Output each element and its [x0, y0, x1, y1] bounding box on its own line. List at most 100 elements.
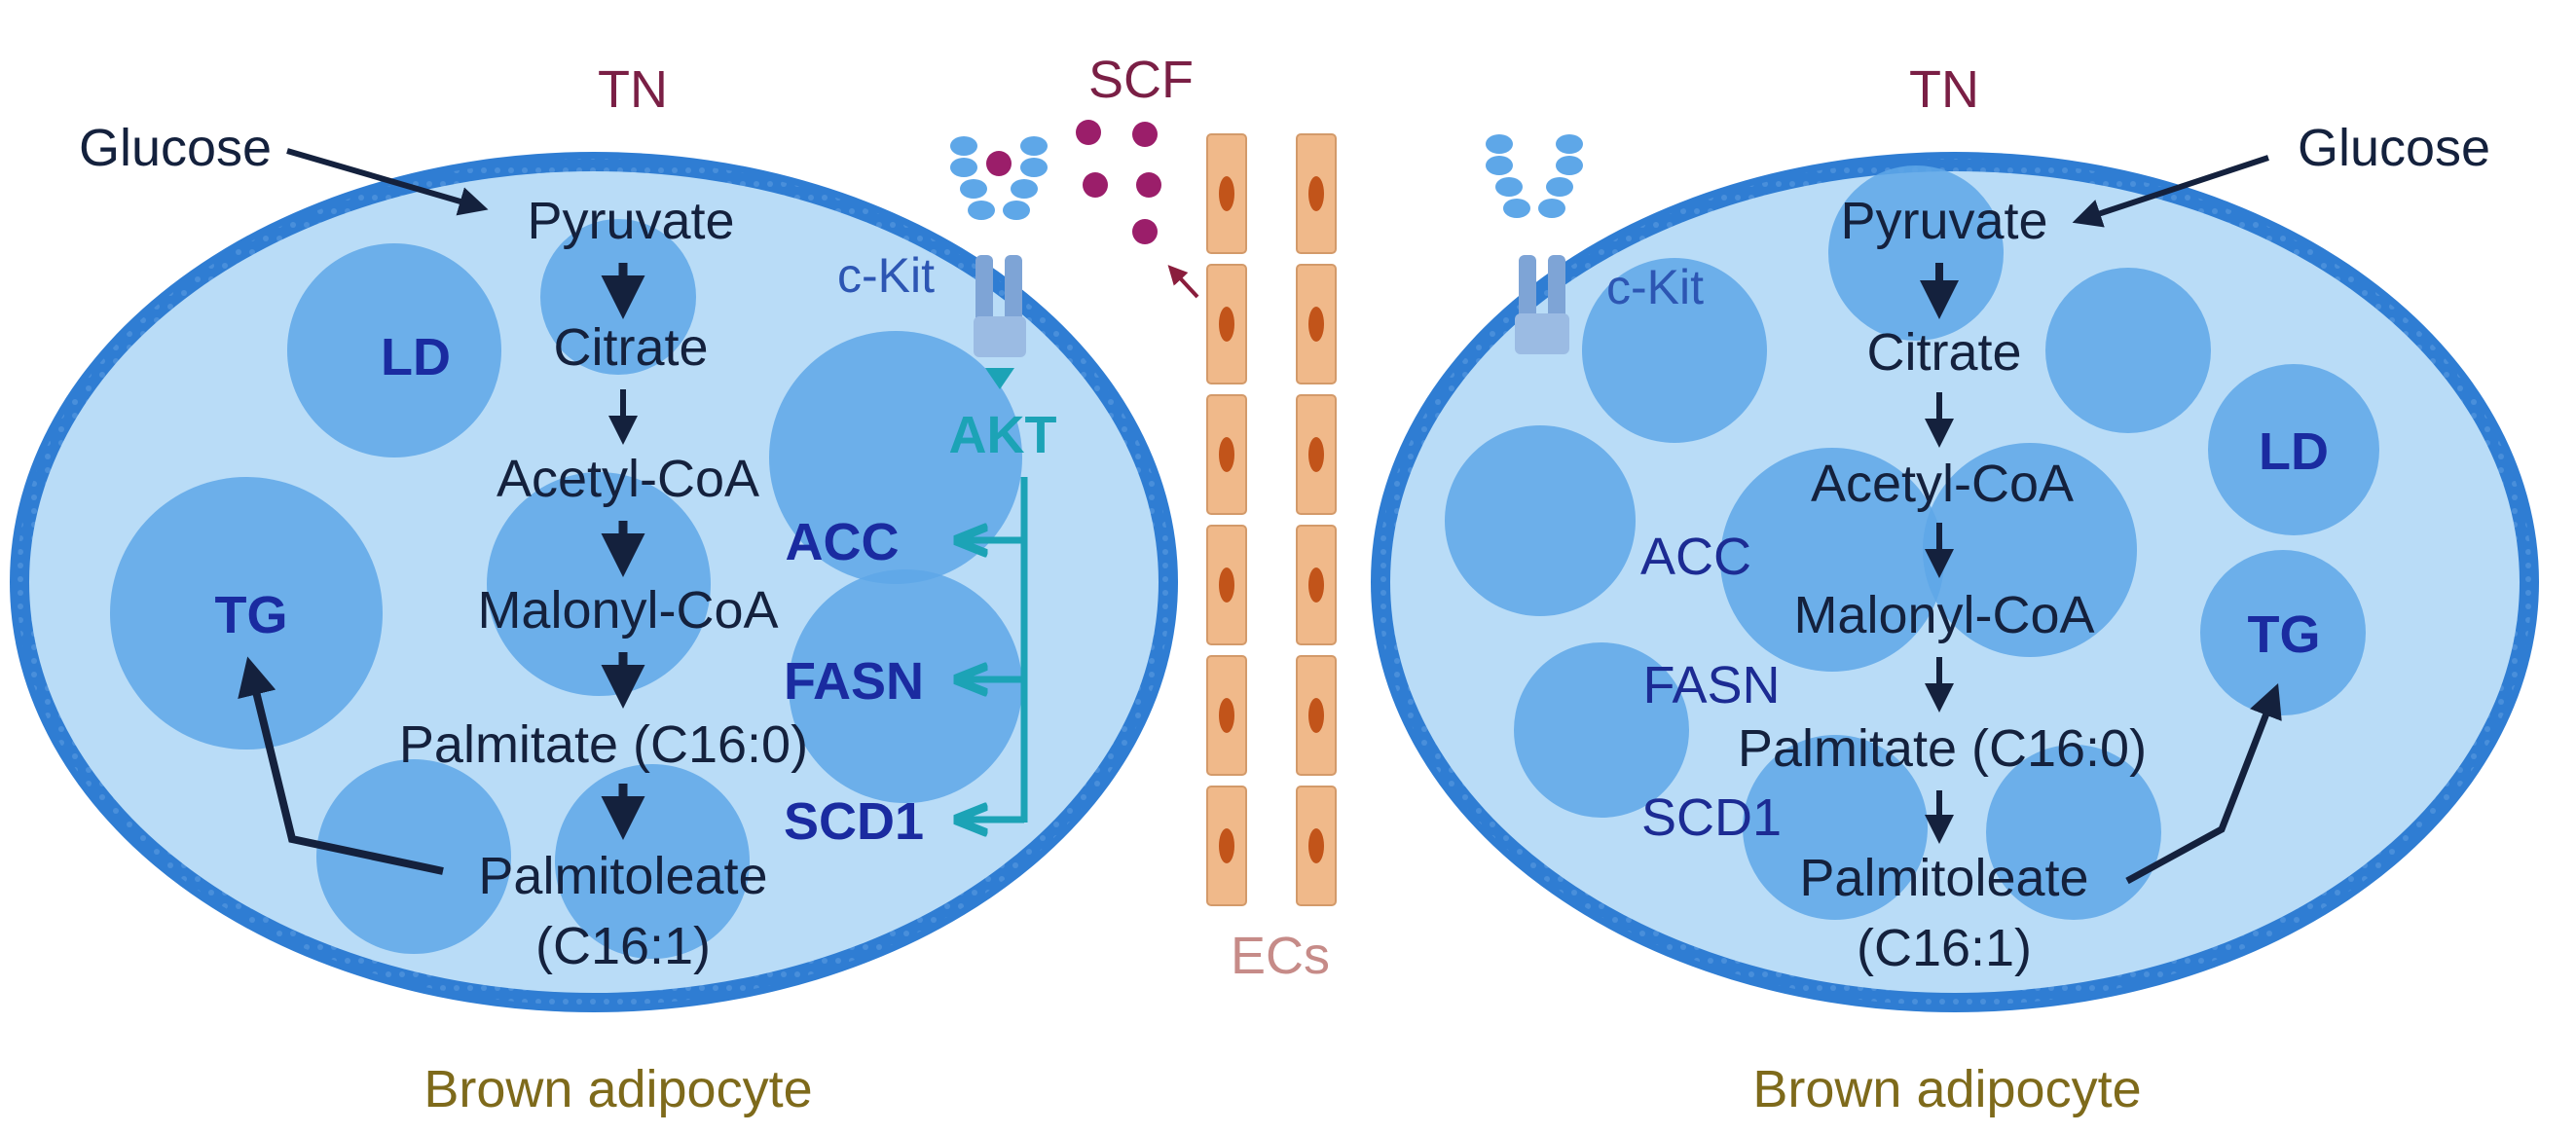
right-lipid-droplet [1828, 165, 2004, 341]
right-lipid-droplet [1923, 443, 2137, 657]
endothelial-nucleus [1219, 437, 1234, 472]
middle-region: SCF [1076, 51, 1337, 985]
right-malonylcoa-label: Malonyl-CoA [1793, 586, 2094, 644]
receptor-domain [1003, 201, 1030, 220]
endothelial-nucleus [1308, 698, 1324, 733]
endothelial-nucleus [1308, 567, 1324, 603]
receptor-kinase-domain [974, 316, 1026, 357]
left-lipid-droplet [487, 472, 711, 696]
left-akt-label: AKT [949, 406, 1057, 464]
receptor-domain [1486, 134, 1513, 154]
right-palmitoleate-code-label: (C16:1) [1857, 919, 2032, 977]
receptor-domain [960, 179, 987, 199]
endothelial-nucleus [1308, 176, 1324, 211]
receptor-domain [950, 158, 977, 177]
left-lipid-droplet [769, 331, 1022, 584]
endothelial-cell-column-right [1296, 133, 1337, 906]
receptor-domain [1556, 134, 1583, 154]
left-glucose-label: Glucose [79, 119, 272, 177]
right-palmitate-label: Palmitate (C16:0) [1738, 719, 2147, 778]
right-tn-label: TN [1909, 60, 1979, 119]
left-arrow-palmitoleate-tg [238, 656, 444, 875]
right-caption: Brown adipocyte [1752, 1060, 2141, 1118]
right-lipid-droplet [1514, 642, 1689, 818]
ecs-label: ECs [1231, 927, 1330, 985]
left-ckit-receptor [950, 136, 1048, 389]
right-glucose-label: Glucose [2298, 119, 2490, 177]
receptor-domain [1538, 199, 1565, 218]
endothelial-nucleus [1308, 828, 1324, 863]
scf-ligand [1132, 122, 1158, 147]
left-ckit-label: c-Kit [837, 248, 935, 303]
right-arrow-palmitoleate-tg [2125, 682, 2282, 885]
left-scd1-label: SCD1 [784, 792, 924, 851]
receptor-domain [1020, 136, 1048, 156]
right-palmitoleate-label: Palmitoleate [1799, 849, 2088, 907]
left-palmitoleate-label: Palmitoleate [478, 847, 767, 905]
endothelial-nucleus [1219, 567, 1234, 603]
left-acc-label: ACC [786, 513, 900, 571]
receptor-domain [1495, 177, 1523, 197]
receptor-transmembrane [975, 255, 993, 323]
left-palmitoleate-code-label: (C16:1) [535, 917, 711, 975]
right-scd1-label: SCD1 [1641, 788, 1782, 847]
left-arrow-glucose-pyruvate [286, 148, 489, 216]
receptor-transmembrane [1548, 255, 1565, 323]
left-lipid-droplet [287, 243, 501, 457]
left-acetylcoa-label: Acetyl-CoA [497, 450, 759, 508]
left-citrate-label: Citrate [553, 318, 708, 377]
scf-ligand [1136, 172, 1161, 198]
left-tn-label: TN [598, 60, 668, 119]
right-lipid-droplet [1743, 735, 1928, 920]
right-ckit-receptor [1486, 134, 1583, 354]
scf-ligand [1076, 120, 1101, 145]
left-akt-signal [964, 477, 1028, 823]
right-lipid-droplet [1720, 448, 1944, 672]
scf-ligand-bound [986, 151, 1012, 176]
scf-ligand [1132, 219, 1158, 244]
left-lipid-droplet [789, 569, 1022, 803]
receptor-domain [1020, 158, 1048, 177]
receptor-domain [1503, 199, 1530, 218]
left-ld-label: LD [381, 328, 451, 386]
right-fasn-label: FASN [1642, 656, 1780, 714]
right-lipid-droplet [2200, 550, 2366, 715]
endothelial-nucleus [1308, 437, 1324, 472]
endothelial-nucleus [1219, 698, 1234, 733]
right-lipid-droplet [2045, 268, 2211, 433]
receptor-domain [1486, 156, 1513, 175]
endothelial-nucleus [1219, 307, 1234, 342]
right-citrate-label: Citrate [1866, 323, 2021, 382]
endothelial-nucleus [1219, 828, 1234, 863]
right-pyruvate-label: Pyruvate [1840, 192, 2047, 250]
left-lipid-droplet [316, 759, 511, 954]
right-ld-label: LD [2259, 422, 2329, 481]
receptor-domain [950, 136, 977, 156]
endothelial-cell-column-left [1206, 133, 1247, 906]
right-lipid-droplet [1986, 745, 2161, 920]
endothelial-nucleus [1308, 307, 1324, 342]
receptor-domain [1556, 156, 1583, 175]
left-fasn-label: FASN [784, 652, 924, 711]
left-lipid-droplet [110, 477, 383, 750]
akt-activation-arrowhead [985, 368, 1014, 389]
receptor-domain [1546, 177, 1573, 197]
receptor-domain [1011, 179, 1038, 199]
right-lipid-droplet [1445, 425, 1636, 616]
receptor-domain [968, 201, 995, 220]
scf-label: SCF [1088, 51, 1194, 109]
right-acetylcoa-label: Acetyl-CoA [1811, 455, 2074, 513]
left-palmitate-label: Palmitate (C16:0) [399, 715, 808, 774]
scf-ligand [1083, 172, 1108, 198]
right-lipid-droplet [2208, 364, 2379, 535]
left-pyruvate-label: Pyruvate [527, 192, 734, 250]
receptor-transmembrane [1519, 255, 1536, 323]
scf-secretion-arrow [1167, 265, 1199, 299]
right-acc-label: ACC [1640, 528, 1751, 586]
receptor-kinase-domain [1515, 313, 1569, 354]
right-brown-adipocyte: TN Glucose Pyruvate Citrate Acetyl-CoA M… [1371, 60, 2539, 1118]
receptor-transmembrane [1005, 255, 1022, 323]
right-arrow-glucose-pyruvate [2072, 155, 2269, 228]
